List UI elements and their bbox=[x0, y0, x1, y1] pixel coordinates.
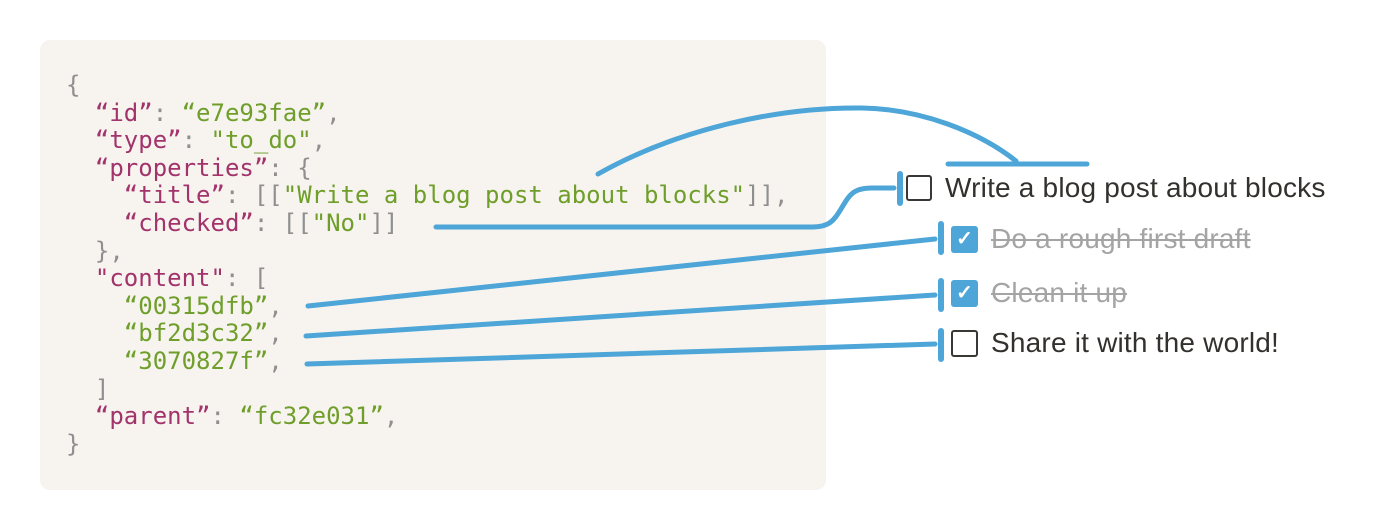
code-token-str: “e7e93fae” bbox=[181, 98, 327, 127]
code-token-punct bbox=[66, 181, 124, 209]
code-line: “title”: [["Write a blog post about bloc… bbox=[66, 182, 826, 210]
checkbox-unchecked[interactable] bbox=[906, 175, 932, 201]
checkbox-checked[interactable]: ✓ bbox=[951, 279, 978, 307]
checkbox-unchecked[interactable] bbox=[951, 329, 978, 357]
code-token-punct bbox=[66, 126, 95, 154]
code-token-punct: : [[ bbox=[224, 181, 283, 210]
code-token-punct: , bbox=[311, 126, 327, 155]
code-token-punct bbox=[66, 209, 124, 237]
code-token-punct: : bbox=[152, 98, 182, 127]
todo-item-label: Clean it up bbox=[991, 277, 1128, 308]
code-token-str: “fc32e031” bbox=[239, 402, 384, 431]
code-line: “type”: "to_do", bbox=[66, 126, 826, 155]
code-line: ] bbox=[66, 374, 826, 404]
code-line: “id”: “e7e93fae”, bbox=[66, 98, 826, 128]
code-token-punct bbox=[66, 347, 124, 375]
code-token-key: “properties” bbox=[94, 153, 269, 182]
code-token-str: “00315dfb” bbox=[123, 291, 269, 320]
code-token-str: “3070827f” bbox=[123, 346, 269, 375]
code-token-punct: : bbox=[210, 402, 240, 431]
code-line: “00315dfb”, bbox=[66, 291, 826, 321]
todo-item: Share it with the world! bbox=[951, 327, 1280, 358]
json-code: { “id”: “e7e93fae”, “type”: "to_do", “pr… bbox=[40, 40, 826, 458]
code-token-punct: : [[ bbox=[253, 208, 312, 237]
code-token-key: “id” bbox=[94, 98, 153, 127]
code-line: “properties”: { bbox=[66, 153, 826, 183]
code-token-key: “parent” bbox=[94, 402, 211, 431]
code-token-punct: , bbox=[268, 346, 283, 375]
code-token-punct: }, bbox=[66, 236, 124, 265]
code-token-punct: , bbox=[268, 319, 283, 348]
code-token-str: "Write a blog post about blocks" bbox=[282, 181, 746, 210]
code-line: “checked”: [["No"]] bbox=[66, 208, 826, 238]
todo-item-label: Write a blog post about blocks bbox=[945, 172, 1326, 203]
code-line: "content": [ bbox=[66, 264, 826, 293]
code-token-str: “bf2d3c32” bbox=[123, 319, 269, 348]
todo-item: ✓ Do a rough first draft bbox=[951, 223, 1251, 254]
code-token-punct bbox=[66, 319, 124, 347]
code-token-key: “type” bbox=[94, 126, 182, 155]
code-token-punct: : { bbox=[268, 153, 312, 182]
code-token-punct bbox=[66, 264, 95, 292]
code-token-key: “checked” bbox=[123, 208, 254, 237]
code-token-punct: , bbox=[326, 98, 341, 127]
code-token-punct: ] bbox=[66, 374, 110, 403]
code-line: “3070827f”, bbox=[66, 346, 826, 376]
checkbox-checked[interactable]: ✓ bbox=[951, 225, 978, 253]
code-token-str: "to_do" bbox=[210, 126, 312, 155]
code-token-key: “title” bbox=[123, 181, 225, 210]
json-code-panel: { “id”: “e7e93fae”, “type”: "to_do", “pr… bbox=[40, 40, 826, 490]
code-line: }, bbox=[66, 236, 826, 266]
code-token-punct: ]] bbox=[369, 208, 399, 237]
code-token-punct: { bbox=[66, 71, 81, 99]
code-line: { bbox=[66, 71, 826, 100]
code-line: “parent”: “fc32e031”, bbox=[66, 402, 826, 431]
code-line: } bbox=[66, 429, 826, 459]
todo-item-label: Do a rough first draft bbox=[991, 223, 1251, 254]
todo-item: Write a blog post about blocks bbox=[906, 172, 1326, 203]
code-token-punct bbox=[66, 154, 95, 182]
code-token-punct: ]], bbox=[745, 181, 789, 210]
code-token-str: "No" bbox=[311, 208, 370, 237]
code-token-punct: , bbox=[268, 291, 283, 320]
todo-item-label: Share it with the world! bbox=[991, 327, 1280, 358]
code-token-punct: : bbox=[181, 126, 211, 155]
code-token-punct: : [ bbox=[224, 264, 269, 293]
todo-item: ✓ Clean it up bbox=[951, 277, 1128, 308]
check-icon: ✓ bbox=[956, 228, 973, 250]
check-icon: ✓ bbox=[956, 282, 973, 304]
code-token-punct bbox=[66, 402, 95, 430]
code-line: “bf2d3c32”, bbox=[66, 320, 826, 348]
code-token-punct: , bbox=[383, 402, 399, 431]
code-token-punct bbox=[66, 292, 124, 320]
code-token-key: "content" bbox=[94, 264, 225, 293]
code-token-punct: } bbox=[66, 429, 81, 458]
code-token-punct bbox=[66, 99, 95, 127]
